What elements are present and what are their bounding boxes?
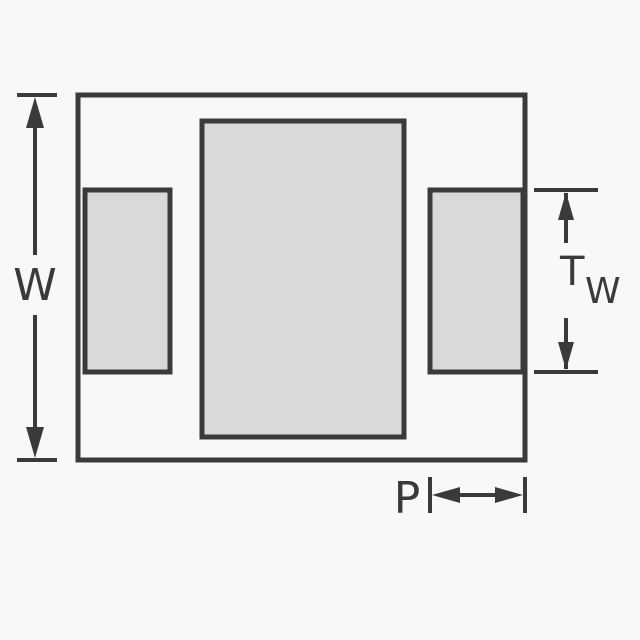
right-terminal-pad xyxy=(427,187,526,375)
center-pad xyxy=(199,118,407,440)
pitch-arrowhead-left-icon xyxy=(432,487,460,503)
width-arrowhead-up-icon xyxy=(26,97,44,128)
terminal-width-arrowhead-up-icon xyxy=(558,192,574,220)
terminal-width-label-sub: W xyxy=(585,271,621,312)
pitch-label: P xyxy=(394,473,421,524)
left-terminal-pad xyxy=(82,187,173,375)
pitch-arrowhead-right-icon xyxy=(495,487,523,503)
terminal-width-label-main: T xyxy=(559,249,585,295)
pitch-dimension: P xyxy=(394,473,527,524)
body-width-label: W xyxy=(13,260,57,311)
width-arrowhead-down-icon xyxy=(26,427,44,458)
body-width-dimension: W xyxy=(13,93,57,462)
terminal-width-dimension: T W xyxy=(534,188,621,374)
terminal-width-arrowhead-down-icon xyxy=(558,342,574,370)
